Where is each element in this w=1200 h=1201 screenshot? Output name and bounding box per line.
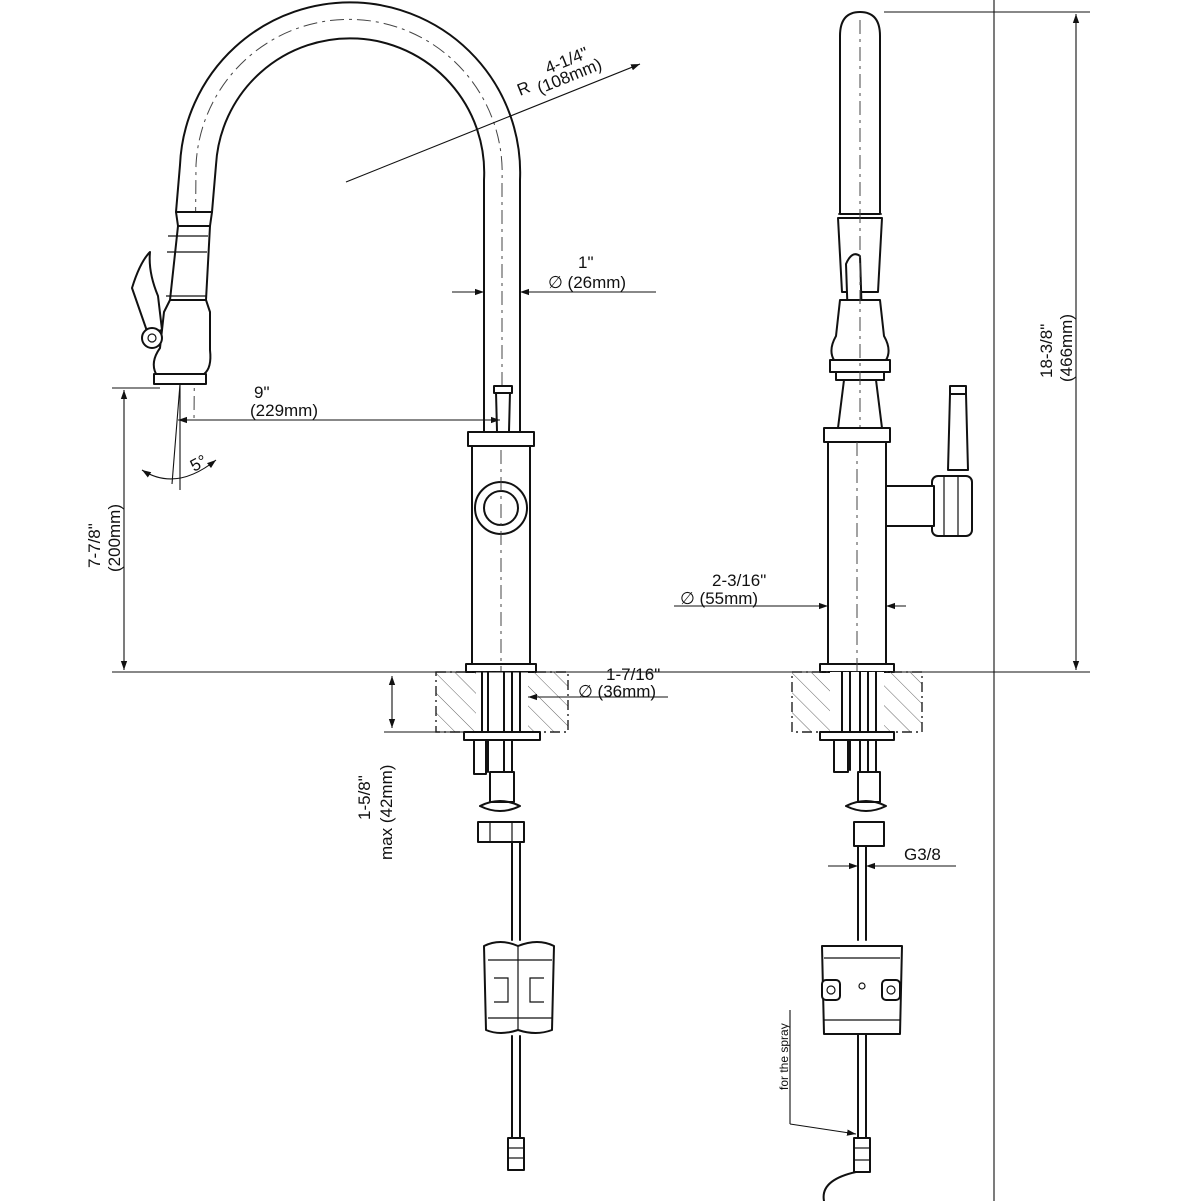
spray-hose-callout: for the spray xyxy=(777,1010,857,1136)
side-body xyxy=(819,427,895,680)
reach-imperial: 9" xyxy=(254,383,270,402)
spout-height-imperial: 7-7/8" xyxy=(85,523,104,568)
side-view: 18-3/8" (466mm) 2-3/16" ∅ (55mm) G3/8 fo… xyxy=(674,0,1090,1201)
side-spout xyxy=(829,11,891,440)
front-body xyxy=(465,431,537,680)
dim-arc-radius: R 4-1/4" (108mm) xyxy=(345,43,641,183)
front-countertop xyxy=(435,671,569,733)
spray-hose-note: for the spray xyxy=(777,1023,791,1090)
deck-thickness-metric: max (42mm) xyxy=(377,765,396,860)
front-spray-head xyxy=(131,211,213,385)
total-height-metric: (466mm) xyxy=(1057,314,1076,382)
side-mounting-parts xyxy=(819,671,903,1201)
hole-diameter-imperial: 1-7/16" xyxy=(606,665,660,684)
dim-reach: 9" (229mm) xyxy=(178,383,500,424)
front-view: R 4-1/4" (108mm) 1" ∅ (26mm) 9" (229mm) … xyxy=(85,1,1090,1171)
base-diameter-metric: ∅ (55mm) xyxy=(680,589,758,608)
hole-diameter-metric: ∅ (36mm) xyxy=(578,682,656,701)
front-mounting-parts xyxy=(463,671,555,1171)
dim-hole-diameter: 1-7/16" ∅ (36mm) xyxy=(528,665,668,701)
spout-diameter-imperial: 1" xyxy=(578,253,594,272)
reach-metric: (229mm) xyxy=(250,401,318,420)
dim-total-height: 18-3/8" (466mm) xyxy=(884,11,1090,670)
arc-radius-prefix: R xyxy=(514,77,533,99)
total-height-imperial: 18-3/8" xyxy=(1037,324,1056,378)
front-spout xyxy=(175,1,522,440)
base-diameter-imperial: 2-3/16" xyxy=(712,571,766,590)
spray-angle-label: 5° xyxy=(187,451,210,475)
dim-spray-angle: 5° xyxy=(141,383,217,490)
connection-thread-label: G3/8 xyxy=(904,845,941,864)
spout-diameter-metric: ∅ (26mm) xyxy=(548,273,626,292)
dim-base-diameter: 2-3/16" ∅ (55mm) xyxy=(674,571,906,610)
dim-spout-diameter: 1" ∅ (26mm) xyxy=(452,253,656,296)
dim-max-deck-thickness: 1-5/8" max (42mm) xyxy=(355,676,476,860)
side-handle xyxy=(869,385,973,537)
dim-spout-height: 7-7/8" (200mm) xyxy=(85,387,160,670)
side-countertop xyxy=(791,671,923,733)
spout-height-metric: (200mm) xyxy=(105,504,124,572)
deck-thickness-imperial: 1-5/8" xyxy=(355,775,374,820)
dim-connection-thread: G3/8 xyxy=(828,845,956,870)
